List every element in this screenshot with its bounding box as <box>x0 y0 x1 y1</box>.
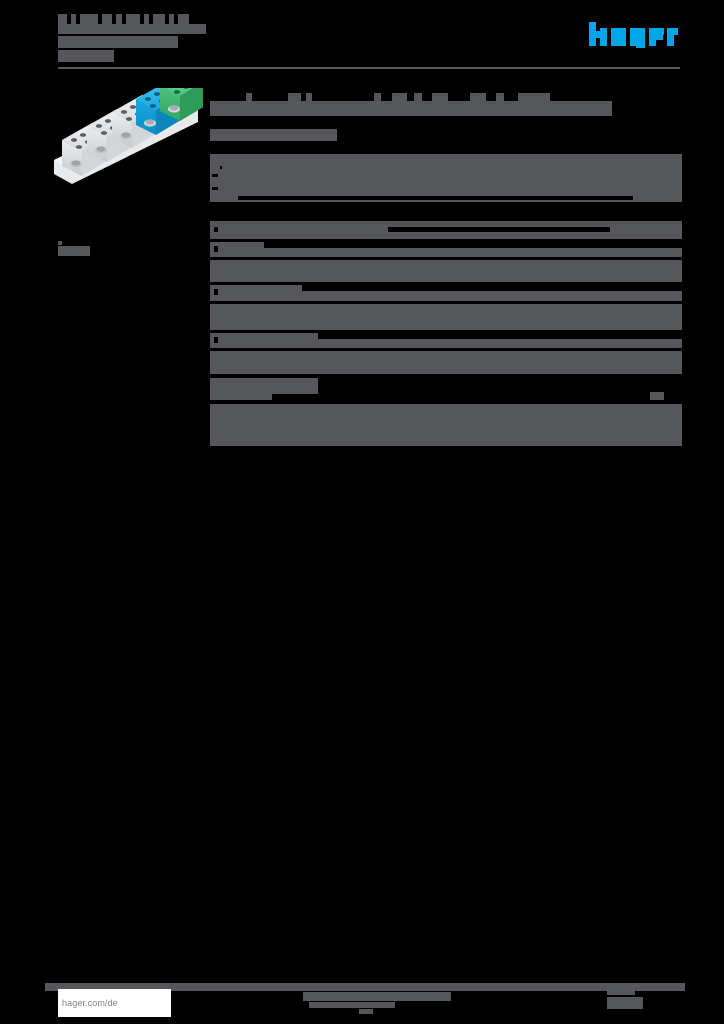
table-row <box>210 154 682 202</box>
footer-divider <box>45 983 685 991</box>
footer-url-text: hager.com/de <box>62 998 118 1008</box>
document-title-line-2 <box>58 36 178 48</box>
table-row <box>210 304 682 330</box>
left-column-label <box>58 241 90 256</box>
document-title-lines <box>58 24 206 64</box>
document-title-ascenders <box>58 14 189 24</box>
left-label-tick <box>58 241 62 245</box>
document-title-line-3 <box>58 50 114 62</box>
main-content <box>210 85 682 446</box>
page-header <box>0 0 724 70</box>
table-row <box>210 285 682 301</box>
table-row <box>210 221 682 239</box>
page-title <box>210 93 682 116</box>
footer-page-number <box>607 988 643 1009</box>
spec-table-1 <box>210 153 682 206</box>
header-divider <box>58 67 680 69</box>
footer-url[interactable]: hager.com/de <box>58 989 171 1017</box>
table-row <box>210 260 682 282</box>
note-marker-icon <box>650 392 664 400</box>
product-image <box>48 68 210 193</box>
table-row <box>210 351 682 378</box>
table-row <box>210 378 318 394</box>
footer-center-text <box>303 992 451 1014</box>
table-row <box>210 404 682 446</box>
spec-table-3-caption <box>210 392 272 400</box>
spec-table-2 <box>210 218 682 394</box>
spec-table-3 <box>210 392 682 446</box>
hager-logo[interactable] <box>589 22 679 48</box>
page-subtitle <box>210 129 337 141</box>
left-label-text <box>58 246 90 256</box>
table-row <box>210 333 682 348</box>
document-title-line-1 <box>58 24 206 34</box>
table-row <box>210 242 682 257</box>
